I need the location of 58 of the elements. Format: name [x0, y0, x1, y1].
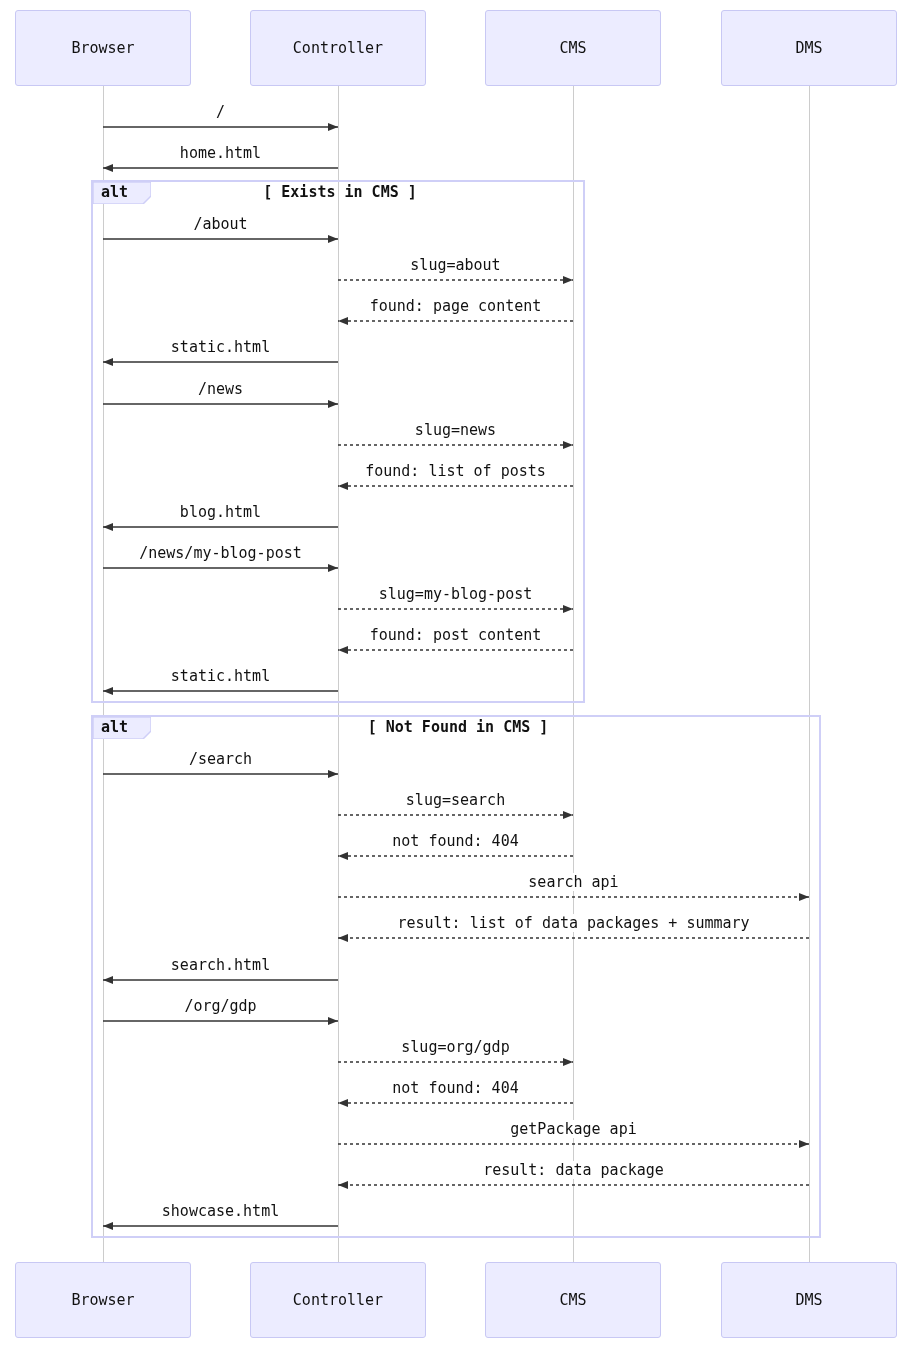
participant-box: Controller [250, 10, 426, 86]
participant-box: Browser [15, 10, 191, 86]
participant-box: CMS [485, 10, 661, 86]
message-arrow [102, 164, 339, 172]
message-label: /search [187, 750, 254, 768]
message-label: result: data package [482, 1161, 665, 1179]
message-arrow [337, 934, 810, 942]
participant-box: DMS [721, 10, 897, 86]
message-arrow [337, 441, 574, 449]
message-label: slug=my-blog-post [377, 585, 534, 603]
message-arrow [337, 317, 574, 325]
message-arrow [102, 358, 339, 366]
message-arrow [337, 1140, 810, 1148]
message-arrow [102, 400, 339, 408]
message-arrow [337, 646, 574, 654]
message-label: slug=org/gdp [400, 1038, 511, 1056]
message-arrow [337, 1099, 574, 1107]
message-arrow [337, 1181, 810, 1189]
frame-condition: [ Not Found in CMS ] [367, 718, 549, 736]
message-label: slug=search [404, 791, 507, 809]
message-label: slug=news [413, 421, 498, 439]
participant-box: CMS [485, 1262, 661, 1338]
frame-operator: alt [101, 718, 129, 736]
participant-box: Browser [15, 1262, 191, 1338]
lifeline [807, 86, 811, 1262]
message-arrow [337, 1058, 574, 1066]
message-label: slug=about [409, 256, 502, 274]
message-arrow [102, 523, 339, 531]
message-arrow [102, 770, 339, 778]
message-label: found: post content [368, 626, 543, 644]
message-label: / [215, 103, 226, 121]
message-label: /news/my-blog-post [138, 544, 303, 562]
message-label: found: list of posts [364, 462, 547, 480]
frame-condition: [ Exists in CMS ] [263, 183, 417, 201]
message-label: getPackage api [509, 1120, 638, 1138]
message-label: found: page content [368, 297, 543, 315]
message-arrow [102, 235, 339, 243]
message-arrow [337, 482, 574, 490]
message-arrow [102, 564, 339, 572]
participant-box: Controller [250, 1262, 426, 1338]
message-label: /news [196, 380, 245, 398]
message-arrow [337, 276, 574, 284]
message-label: search api [527, 873, 620, 891]
lifeline [336, 86, 340, 1262]
message-label: /about [192, 215, 249, 233]
frame-operator: alt [101, 183, 129, 201]
participant-box: DMS [721, 1262, 897, 1338]
message-arrow [337, 605, 574, 613]
message-arrow [102, 1017, 339, 1025]
message-arrow [337, 811, 574, 819]
message-arrow [102, 123, 339, 131]
message-arrow [102, 1222, 339, 1230]
message-arrow [337, 893, 810, 901]
message-arrow [337, 852, 574, 860]
message-arrow [102, 976, 339, 984]
message-label: /org/gdp [183, 997, 258, 1015]
message-label: blog.html [178, 503, 263, 521]
message-arrow [102, 687, 339, 695]
